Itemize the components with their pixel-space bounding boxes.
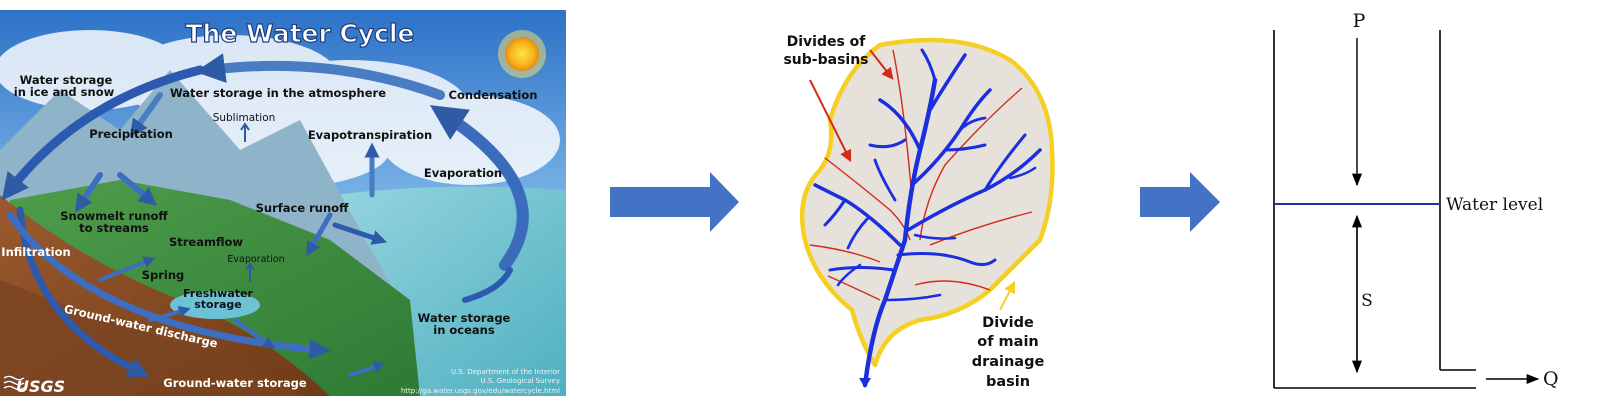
label-snowmelt-2: to streams: [79, 221, 149, 235]
label-sublimation: Sublimation: [213, 112, 276, 124]
tank-model-diagram: P Water level S Q: [1091, 0, 1618, 410]
label-infiltration: Infiltration: [1, 245, 70, 259]
credit-survey: U.S. Geological Survey: [480, 377, 560, 385]
main-divide-pointer: [999, 280, 1016, 311]
label-main-divide-2: of main: [977, 334, 1039, 350]
deep-soil-layer: [0, 280, 300, 396]
sub-basin-divides: [809, 49, 1033, 301]
label-ice-snow: Water storage: [20, 73, 113, 87]
flow-arrow-2: [1091, 172, 1220, 232]
label-main-divide: Divide: [982, 315, 1034, 331]
label-evaporation-small: Evaporation: [227, 254, 284, 265]
label-sub-divides-2: sub-basins: [783, 52, 868, 68]
label-oceans-2: in oceans: [433, 323, 495, 337]
label-inflow-p: P: [1353, 10, 1366, 32]
sun-icon: [498, 30, 546, 78]
lake: [170, 291, 260, 319]
cycle-arrows: [1, 53, 529, 377]
water-cycle-title: The Water Cycle: [186, 19, 415, 48]
credit-department: U.S. Department of the Interior: [451, 368, 560, 376]
label-freshwater: Freshwater: [183, 287, 253, 300]
label-condensation: Condensation: [449, 88, 538, 102]
water-cycle-illustration: The Water Cycle Water storage in ice and…: [0, 0, 590, 410]
label-water-level: Water level: [1446, 195, 1543, 215]
label-main-divide-4: basin: [986, 374, 1030, 390]
outlet-arrow-icon: [859, 378, 871, 388]
credit-url: http://ga.water.usgs.gov/edu/watercycle.…: [401, 387, 560, 395]
tank-walls: [1273, 30, 1476, 389]
usgs-logo: USGS: [3, 375, 65, 396]
label-ice-snow-2: in ice and snow: [14, 85, 115, 99]
label-atmosphere: Water storage in the atmosphere: [170, 86, 386, 100]
label-groundwater-storage: Ground-water storage: [163, 376, 307, 390]
flow-arrow-1: [610, 172, 739, 232]
label-surface-runoff: Surface runoff: [256, 201, 349, 215]
drainage-basin-diagram: Divides of sub-basins Divide of main dra…: [600, 0, 1140, 410]
label-evapotranspiration: Evapotranspiration: [308, 128, 432, 142]
stream-network: [813, 48, 1042, 388]
label-oceans: Water storage: [418, 311, 511, 325]
sub-divide-pointer-1: [869, 49, 894, 80]
main-basin-divide: [799, 37, 1055, 368]
label-freshwater-2: storage: [194, 298, 242, 311]
label-main-divide-3: drainage: [972, 354, 1045, 370]
label-evaporation: Evaporation: [424, 166, 502, 180]
label-snowmelt: Snowmelt runoff: [60, 209, 168, 223]
small-updraft-arrows: [240, 122, 255, 282]
label-storage-s: S: [1361, 291, 1373, 311]
label-sub-divides: Divides of: [787, 34, 867, 50]
label-precipitation: Precipitation: [89, 127, 173, 141]
usgs-logo-text: USGS: [16, 377, 65, 396]
label-spring: Spring: [142, 268, 185, 282]
sub-divide-pointer-2: [809, 79, 852, 163]
label-outflow-q: Q: [1543, 368, 1559, 390]
label-streamflow: Streamflow: [169, 235, 243, 249]
